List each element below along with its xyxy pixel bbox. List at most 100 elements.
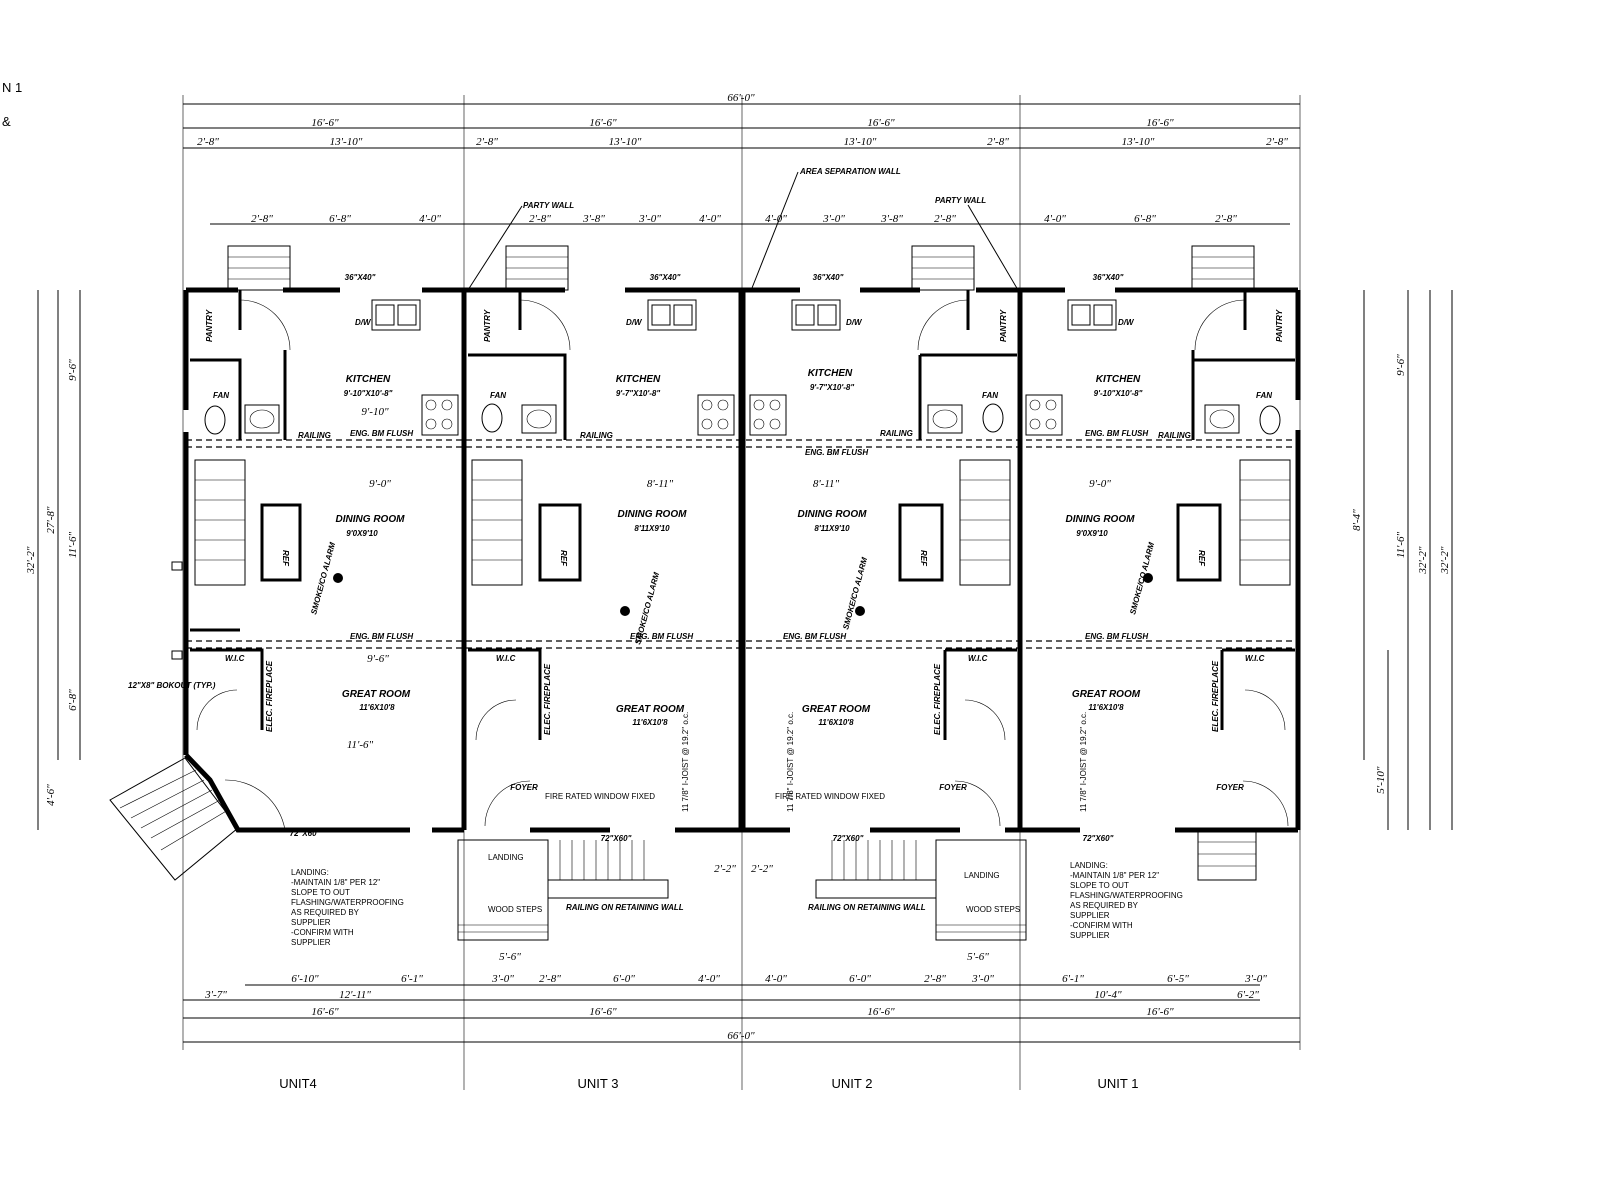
dim-2-8-c: 2'-8" bbox=[934, 213, 956, 225]
dim-4-0-c: 4'-0" bbox=[765, 213, 787, 225]
dim-depth-total-left: 32'-2" bbox=[25, 546, 37, 575]
unit3-rooms: KITCHEN 9'-7"X10'-8" DINING ROOM 8'11X9'… bbox=[483, 273, 693, 843]
bokout-marker-2 bbox=[171, 650, 183, 660]
unit2-eng-bm-1: ENG. BM FLUSH bbox=[805, 448, 868, 457]
dim-6-0-bottom-a: 6'-0" bbox=[613, 973, 635, 985]
unit2-rooms: KITCHEN 9'-7"X10'-8" DINING ROOM 8'11X9'… bbox=[775, 273, 1008, 843]
landing-note-left-1: LANDING: bbox=[291, 868, 329, 877]
party-wall-label-1: PARTY WALL bbox=[523, 201, 574, 210]
dim-unit4-width-bottom: 16'-6" bbox=[311, 1006, 339, 1018]
dim-5-6-unit2: 5'-6" bbox=[967, 951, 989, 963]
unit4-11-6: 11'-6" bbox=[347, 739, 374, 751]
unit3-railing: RAILING bbox=[580, 431, 613, 440]
unit4-window-front: 72"X60" bbox=[290, 829, 321, 838]
unit2-fireplace: ELEC. FIREPLACE bbox=[933, 663, 942, 735]
landing-notes: LANDING: -MAINTAIN 1/8" PER 12" SLOPE TO… bbox=[291, 861, 1183, 947]
unit2-joist: 11 7/8" I-JOIST @ 19.2" o.c. bbox=[786, 712, 795, 812]
powder-room-fixtures bbox=[204, 403, 1281, 435]
unit1-window-front: 72"X60" bbox=[1083, 834, 1114, 843]
dim-2-8-a: 2'-8" bbox=[251, 213, 273, 225]
unit4-9-6: 9'-6" bbox=[367, 653, 389, 665]
unit1-label: UNIT 1 bbox=[1098, 1076, 1139, 1091]
dim-12-11-bottom: 12'-11" bbox=[339, 989, 371, 1001]
unit1-fan: FAN bbox=[1256, 391, 1272, 400]
landing-note-left-2: -MAINTAIN 1/8" PER 12" bbox=[291, 878, 380, 887]
dim-4-0-b: 4'-0" bbox=[699, 213, 721, 225]
unit2-great-label: GREAT ROOM bbox=[802, 704, 871, 715]
unit1-kitchen-size: 9'-10"X10'-8" bbox=[1094, 389, 1143, 398]
dim-depth-main-left: 27'-8" bbox=[45, 506, 57, 534]
dim-10-4-bottom: 10'-4" bbox=[1094, 989, 1122, 1001]
dim-6-8-left: 6'-8" bbox=[67, 689, 79, 711]
dim-3-0-bottom-a: 3'-0" bbox=[491, 973, 514, 985]
bokout-line-1: 12"X8" BOKOUT (TYP.) bbox=[128, 681, 216, 690]
unit2-window-front: 72"X60" bbox=[833, 834, 864, 843]
unit1-pantry: PANTRY bbox=[1275, 309, 1284, 342]
dim-4-0-bottom-a: 4'-0" bbox=[698, 973, 720, 985]
unit2-dining-width: 8'-11" bbox=[813, 478, 840, 490]
door-swings bbox=[196, 299, 1289, 831]
unit4-label: UNIT4 bbox=[279, 1076, 317, 1091]
dim-4-0-bottom-b: 4'-0" bbox=[765, 973, 787, 985]
dim-overall-bottom: 66'-0" bbox=[727, 1030, 755, 1042]
unit1-rooms: KITCHEN 9'-10"X10'-8" DINING ROOM 9'0X9'… bbox=[1066, 273, 1284, 843]
landing-note-left-5: AS REQUIRED BY bbox=[291, 908, 360, 917]
landing-label-unit2: LANDING bbox=[964, 871, 1000, 880]
unit2-smoke-detector-icon bbox=[855, 606, 865, 616]
unit3-fire-window: FIRE RATED WINDOW FIXED bbox=[545, 792, 655, 801]
rear-steps bbox=[227, 245, 1255, 291]
top-dimensions: 66'-0" 16'-6" 16'-6" 16'-6" 16'-6" 2'-8"… bbox=[183, 92, 1300, 225]
edge-note-second: & bbox=[2, 114, 11, 129]
unit1-great-size: 11'6X10'8 bbox=[1088, 703, 1124, 712]
unit3-great-size: 11'6X10'8 bbox=[632, 718, 668, 727]
beam-lines bbox=[186, 439, 1298, 649]
railing-wall-unit2: RAILING ON RETAINING WALL bbox=[808, 903, 926, 912]
dim-depth-total-right-1: 32'-2" bbox=[1439, 546, 1451, 575]
unit1-kitchen-label: KITCHEN bbox=[1096, 374, 1141, 385]
unit1-joist: 11 7/8" I-JOIST @ 19.2" o.c. bbox=[1079, 712, 1088, 812]
unit4-kitchen-size: 9'-10"X10'-8" bbox=[344, 389, 393, 398]
edge-note-top: N 1 bbox=[2, 80, 23, 95]
unit1-fireplace: ELEC. FIREPLACE bbox=[1211, 660, 1220, 732]
dim-unit3-width-bottom: 16'-6" bbox=[589, 1006, 617, 1018]
unit4-great-size: 11'6X10'8 bbox=[359, 703, 395, 712]
dim-3-7-bottom: 3'-7" bbox=[204, 989, 227, 1001]
unit2-foyer: FOYER bbox=[939, 783, 967, 792]
unit1-eng-bm-1: ENG. BM FLUSH bbox=[1085, 429, 1148, 438]
unit3-pantry: PANTRY bbox=[483, 309, 492, 342]
unit4-9-10: 9'-10" bbox=[361, 406, 389, 418]
dim-6-10-bottom: 6'-10" bbox=[291, 973, 319, 985]
unit1-dining-width: 9'-0" bbox=[1089, 478, 1111, 490]
dim-inner-1: 13'-10" bbox=[330, 136, 363, 148]
dim-6-8-b: 6'-8" bbox=[1134, 213, 1156, 225]
unit2-kitchen-size: 9'-7"X10'-8" bbox=[810, 383, 855, 392]
unit3-kitchen-label: KITCHEN bbox=[616, 374, 661, 385]
bottom-dimensions: 6'-10" 6'-1" 3'-0" 2'-8" 6'-0" 4'-0" 4'-… bbox=[183, 973, 1300, 1043]
unit3-label: UNIT 3 bbox=[578, 1076, 619, 1091]
dim-depth-total-right-2: 32'-2" bbox=[1417, 546, 1429, 575]
dim-6-2-bottom: 6'-2" bbox=[1237, 989, 1259, 1001]
unit4-fan: FAN bbox=[213, 391, 229, 400]
unit2-label: UNIT 2 bbox=[832, 1076, 873, 1091]
unit1-dining-label: DINING ROOM bbox=[1066, 514, 1136, 525]
dim-overall-top: 66'-0" bbox=[727, 92, 755, 104]
landing-note-right-1: LANDING: bbox=[1070, 861, 1108, 870]
unit3-smoke-detector-icon bbox=[620, 606, 630, 616]
unit4-kitchen-label: KITCHEN bbox=[346, 374, 391, 385]
bokout-marker-1 bbox=[171, 561, 183, 571]
unit2-dw: D/W bbox=[846, 318, 863, 327]
wood-steps-unit3-1: WOOD STEPS bbox=[488, 905, 542, 914]
unit2-eng-bm-2: ENG. BM FLUSH bbox=[783, 632, 846, 641]
dim-8-4-right: 8'-4" bbox=[1351, 509, 1363, 531]
unit3-joist: 11 7/8" I-JOIST @ 19.2" o.c. bbox=[681, 712, 690, 812]
dim-5-6-unit3: 5'-6" bbox=[499, 951, 521, 963]
unit3-dining-size: 8'11X9'10 bbox=[634, 524, 670, 533]
unit-labels: UNIT4 UNIT 3 UNIT 2 UNIT 1 bbox=[279, 1076, 1138, 1091]
dim-6-1-bottom-a: 6'-1" bbox=[401, 973, 423, 985]
dim-offset-1: 2'-8" bbox=[197, 136, 219, 148]
unit2-ref: REF bbox=[919, 550, 928, 567]
dim-rear-bump-left: 4'-6" bbox=[45, 784, 57, 806]
interior-stairs bbox=[194, 459, 1291, 586]
unit4-railing: RAILING bbox=[298, 431, 331, 440]
landing-note-left-4: FLASHING/WATERPROOFING bbox=[291, 898, 404, 907]
